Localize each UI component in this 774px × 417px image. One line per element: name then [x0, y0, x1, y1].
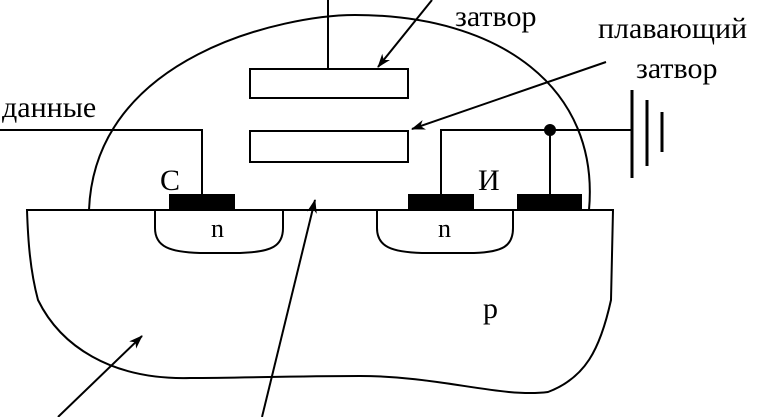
drain-ground-wire — [440, 129, 632, 194]
data-line — [0, 129, 203, 194]
oxide-dome — [88, 13, 591, 211]
drain-contact — [408, 194, 474, 209]
data-label: данные — [2, 91, 96, 124]
source-contact — [169, 194, 235, 209]
floating-gate-pointer-arrow — [411, 61, 607, 130]
p-substrate-body — [25, 209, 615, 395]
floating-gate-label-line2: затвор — [636, 52, 717, 85]
gate-label: затвор — [455, 0, 536, 33]
source-label: С — [160, 164, 180, 197]
oxide-pointer-arrow — [261, 199, 317, 417]
n-well-drain — [376, 210, 514, 254]
control-gate — [249, 68, 409, 99]
floating-gate-label-line1: плавающий — [598, 12, 747, 45]
substrate-pointer-arrow — [57, 335, 143, 417]
drain-label: И — [478, 164, 500, 197]
floating-gate — [249, 130, 409, 163]
n-region-source-label: n — [211, 214, 224, 243]
n-region-drain-label: n — [438, 214, 451, 243]
p-substrate-label: p — [483, 292, 498, 325]
junction-dot — [544, 124, 556, 136]
n-well-source — [154, 210, 284, 254]
body-contact — [517, 194, 582, 209]
gate-pointer-arrow — [377, 0, 433, 68]
